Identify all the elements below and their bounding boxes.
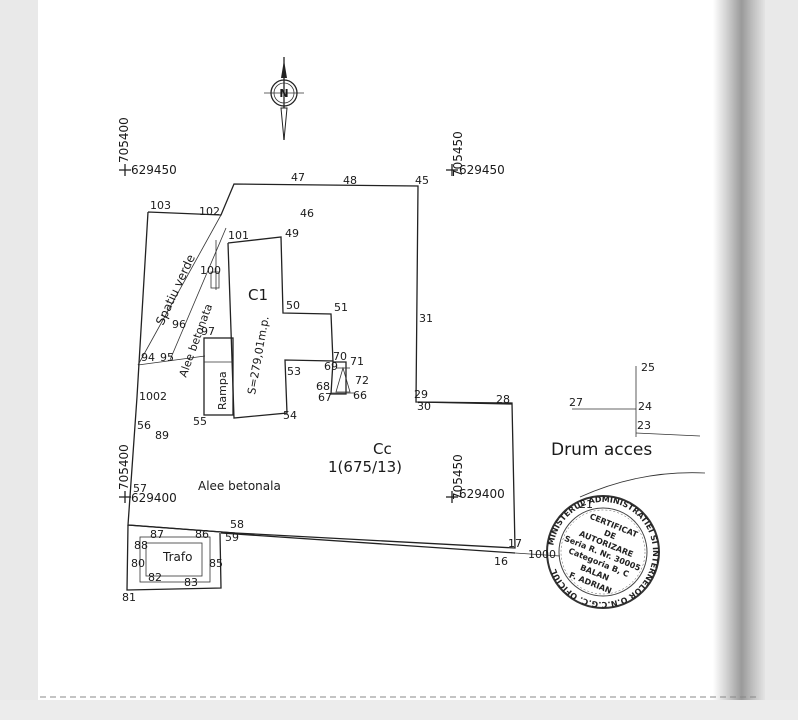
point-label: 68 [316, 380, 330, 393]
alley-edge [169, 227, 227, 361]
point-label: 70 [333, 350, 347, 363]
point-label: 16 [494, 555, 508, 568]
grid-x-label: 705400 [117, 444, 131, 490]
building-c1-outline [227, 236, 347, 419]
transformer-enclosure [126, 524, 222, 591]
point-label: 81 [122, 591, 136, 604]
point-label: 58 [230, 518, 244, 531]
point-label: 25 [641, 361, 655, 374]
point-label: 71 [350, 355, 364, 368]
point-label: 53 [287, 365, 301, 378]
point-label: 97 [201, 325, 215, 338]
point-label: 85 [209, 557, 223, 570]
grid-x-label: 705450 [451, 454, 465, 500]
access-road-label: Drum acces [551, 440, 652, 460]
point-label: 54 [283, 409, 297, 422]
alley-small-label: Alee betonata [177, 302, 216, 379]
stamp-line: DE [603, 528, 618, 541]
point-label: 21 [579, 498, 593, 511]
point-label: 50 [286, 299, 300, 312]
scan-bottom-strip [0, 700, 798, 720]
point-label: 102 [199, 205, 220, 218]
point-label: 1002 [139, 390, 167, 403]
point-label: 83 [184, 576, 198, 589]
grid-y-label: 629450 [459, 163, 505, 177]
paper-sheet [38, 0, 762, 700]
point-label: 57 [133, 482, 147, 495]
point-label: 55 [193, 415, 207, 428]
point-label: 96 [172, 318, 186, 331]
building-label: C1 [248, 286, 268, 304]
point-label: 82 [148, 571, 162, 584]
point-label: 94 [141, 351, 155, 364]
point-label: 29 [414, 388, 428, 401]
grid-y-label: 629450 [131, 163, 177, 177]
point-label: 101 [228, 229, 249, 242]
point-label: 103 [150, 199, 171, 212]
grid-x-label: 705450 [451, 131, 465, 177]
authorization-stamp: MINISTERUL ADMINISTRATIEI SI INTERNELOR … [546, 495, 660, 609]
transformer-inner [145, 542, 203, 577]
transformer-label: Trafo [162, 550, 192, 564]
transformer-building [139, 536, 211, 583]
point-label: 89 [155, 429, 169, 442]
point-label: 95 [160, 351, 174, 364]
grid-y-label: 629400 [131, 491, 177, 505]
access-road-edge [635, 432, 701, 437]
access-road-curve [579, 472, 706, 498]
point-label: 28 [496, 393, 510, 406]
point-label: 1000 [528, 548, 556, 561]
parcel-id-label: Cc [373, 440, 392, 458]
green-space-edge [137, 214, 222, 366]
point-label: 80 [131, 557, 145, 570]
ramp-outline [203, 337, 234, 416]
building-area-label: S=279,01m.p. [245, 315, 272, 395]
parcel-lower-edge [127, 524, 236, 534]
point-label: 24 [638, 400, 652, 413]
south-boundary-extension [514, 552, 561, 557]
point-label: 46 [300, 207, 314, 220]
point-label: 66 [353, 389, 367, 402]
grid-x-label: 705400 [117, 117, 131, 163]
point-label: 23 [637, 419, 651, 432]
parcel-number-label: 1(675/13) [328, 458, 402, 476]
point-label: 30 [417, 400, 431, 413]
point-label: 59 [225, 531, 239, 544]
ramp-label: Rampa [216, 371, 229, 410]
point-label: 100 [200, 264, 221, 277]
point-label: 49 [285, 227, 299, 240]
alley-edge [137, 355, 206, 366]
point-label: 87 [150, 528, 164, 541]
grid-cross-icon [119, 164, 458, 503]
point-label: 69 [324, 360, 338, 373]
point-labels: 103 102 47 48 45 46 101 49 100 50 51 31 … [122, 171, 655, 604]
scan-edge-shadow [713, 0, 765, 700]
point-label: 56 [137, 419, 151, 432]
grid-y-label: 629400 [459, 487, 505, 501]
point-label: 51 [334, 301, 348, 314]
green-space-label: Spatiu verde [153, 252, 198, 327]
building-detail [210, 271, 220, 289]
tower-symbol-icon [331, 366, 355, 394]
point-label: 86 [195, 528, 209, 541]
north-arrow-icon: N [264, 57, 304, 141]
point-label: 88 [134, 539, 148, 552]
point-label: 48 [343, 174, 357, 187]
point-label: 47 [291, 171, 305, 184]
point-label: 17 [508, 537, 522, 550]
access-road-edge [417, 401, 513, 405]
point-label: 31 [419, 312, 433, 325]
point-label: 67 [318, 391, 332, 404]
point-label: 27 [569, 396, 583, 409]
parcel-boundary [127, 183, 516, 549]
point-label: 72 [355, 374, 369, 387]
north-letter: N [279, 87, 288, 100]
alley-main-label: Alee betonala [198, 479, 281, 493]
south-boundary [220, 532, 516, 554]
point-label: 45 [415, 174, 429, 187]
